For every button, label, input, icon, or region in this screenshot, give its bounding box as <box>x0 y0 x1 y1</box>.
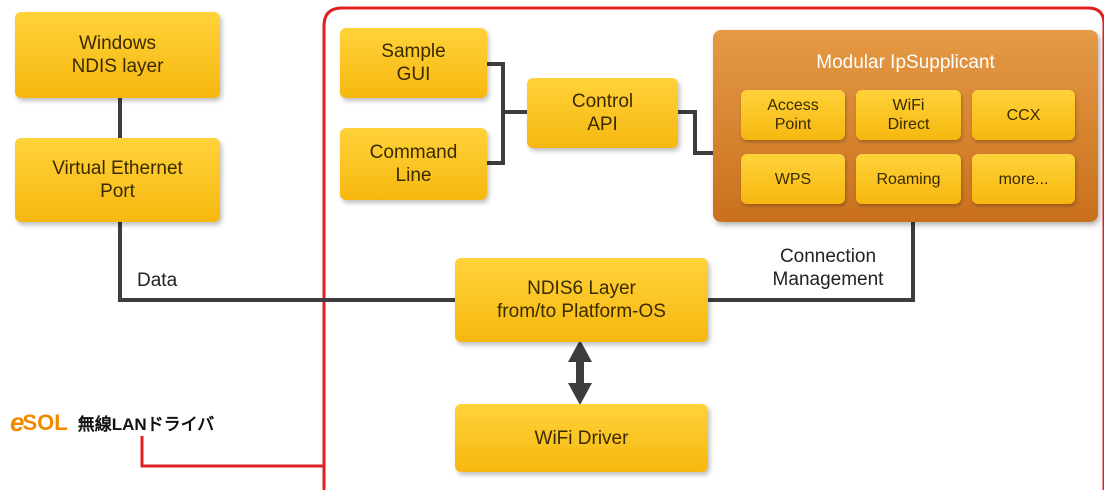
supplicant-title: Modular IpSupplicant <box>816 52 995 73</box>
wire-api-to-supplicant <box>678 110 713 155</box>
logo-product-name: 無線LANドライバ <box>77 415 215 434</box>
module-roaming: Roaming <box>856 154 961 204</box>
module-more: more... <box>972 154 1075 204</box>
ndis6-layer-box: NDIS6 Layer from/to Platform-OS <box>455 258 708 342</box>
wire-cmd-to-api <box>487 112 505 165</box>
data-label: Data <box>137 270 178 291</box>
sample-gui-box: Sample GUI <box>340 28 487 98</box>
control-api-box: Control API <box>527 78 678 148</box>
wire-gui-to-api <box>487 62 527 114</box>
wifi-driver-box: WiFi Driver <box>455 404 708 472</box>
virtual-ethernet-box: Virtual Ethernet Port <box>15 138 220 222</box>
logo-mark: e <box>10 407 25 437</box>
logo-sol: SOL <box>22 409 68 435</box>
double-arrow-icon <box>568 340 592 405</box>
windows-ndis-box: Windows NDIS layer <box>15 12 220 98</box>
command-line-box: Command Line <box>340 128 487 200</box>
system-boundary-frame <box>322 6 1104 490</box>
connection-management-label: Connection Management <box>772 246 884 290</box>
module-wps: WPS <box>741 154 845 204</box>
wire-supplicant-to-ndis6 <box>708 222 915 302</box>
modular-supplicant-box: Modular IpSupplicant Access Point WiFi D… <box>713 30 1098 222</box>
wire-ethernet-to-ndis6 <box>118 222 455 302</box>
module-access-point: Access Point <box>741 90 845 140</box>
logo-bracket-line <box>140 436 324 468</box>
module-ccx: CCX <box>972 90 1075 140</box>
module-wifi-direct: WiFi Direct <box>856 90 961 140</box>
